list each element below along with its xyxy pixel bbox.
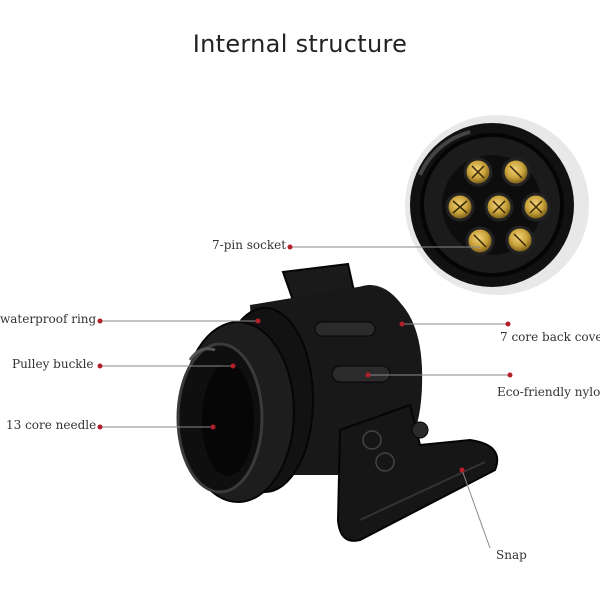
label-pulley-buckle: Pulley buckle (12, 357, 94, 371)
dot-pulley-buckle-end (230, 363, 236, 369)
dot-waterproof-ring (97, 318, 103, 324)
dot-thirteen-core-needle-end (210, 424, 216, 430)
dot-waterproof-ring-end (255, 318, 261, 324)
leader-lines (97, 244, 513, 549)
dot-eco-friendly-nylon (365, 372, 371, 378)
adapter-body (176, 262, 499, 542)
leader-snap (461, 469, 491, 549)
dot-thirteen-core-needle (97, 424, 103, 430)
dot-seven-core-back-cover-end (505, 321, 511, 327)
label-eco-friendly-nylon: Eco-friendly nylon (497, 385, 600, 399)
dot-seven-core-back-cover (399, 321, 405, 327)
label-snap: Snap (496, 548, 527, 562)
dot-eco-friendly-nylon-end (507, 372, 513, 378)
label-thirteen-core-needle: 13 core needle (6, 418, 97, 432)
page-title: Internal structure (192, 30, 408, 58)
label-seven-pin-socket: 7-pin socket (212, 238, 287, 252)
socket-pins (445, 157, 551, 256)
dot-snap (459, 467, 465, 473)
dot-pulley-buckle (97, 363, 103, 369)
dot-seven-pin-socket (287, 244, 293, 250)
label-seven-core-back-cover: 7 core back cover (500, 330, 600, 344)
label-waterproof-ring: waterproof ring (0, 312, 97, 326)
